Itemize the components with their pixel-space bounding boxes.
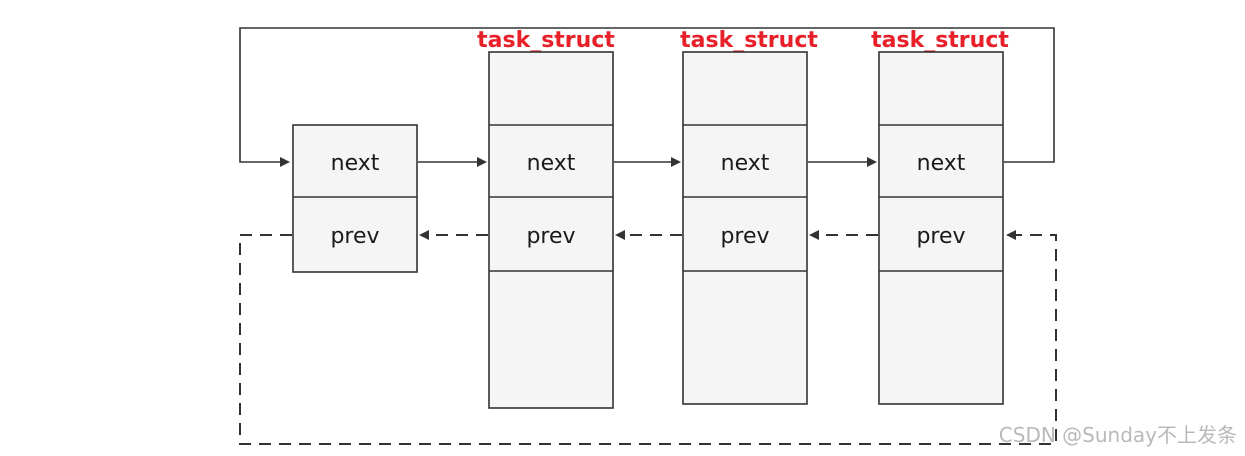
task-struct-title: task_struct [680,28,818,53]
task-struct-prev-label: prev [526,224,575,249]
task-struct-title: task_struct [871,28,1009,53]
head-node-box [292,124,418,273]
task-struct-box [682,51,808,405]
task-struct-node: task_struct next prev [680,28,818,405]
task-struct-prev-label: prev [720,224,769,249]
task-struct-box [488,51,614,409]
head-next-label: next [331,151,380,176]
task-struct-node: task_struct next prev [477,28,615,409]
task-struct-title: task_struct [477,28,615,53]
task-struct-box [878,51,1004,405]
head-node: next prev [292,124,418,273]
wrap-next-link [239,27,1055,167]
task-struct-prev-label: prev [916,224,965,249]
head-prev-label: prev [330,224,379,249]
task-struct-next-label: next [721,151,770,176]
task-struct-next-label: next [527,151,576,176]
task-struct-node: task_struct next prev [871,28,1009,405]
task-struct-next-label: next [917,151,966,176]
wrap-prev-link [239,230,1057,445]
watermark: CSDN @Sunday不上发条 [998,423,1237,447]
